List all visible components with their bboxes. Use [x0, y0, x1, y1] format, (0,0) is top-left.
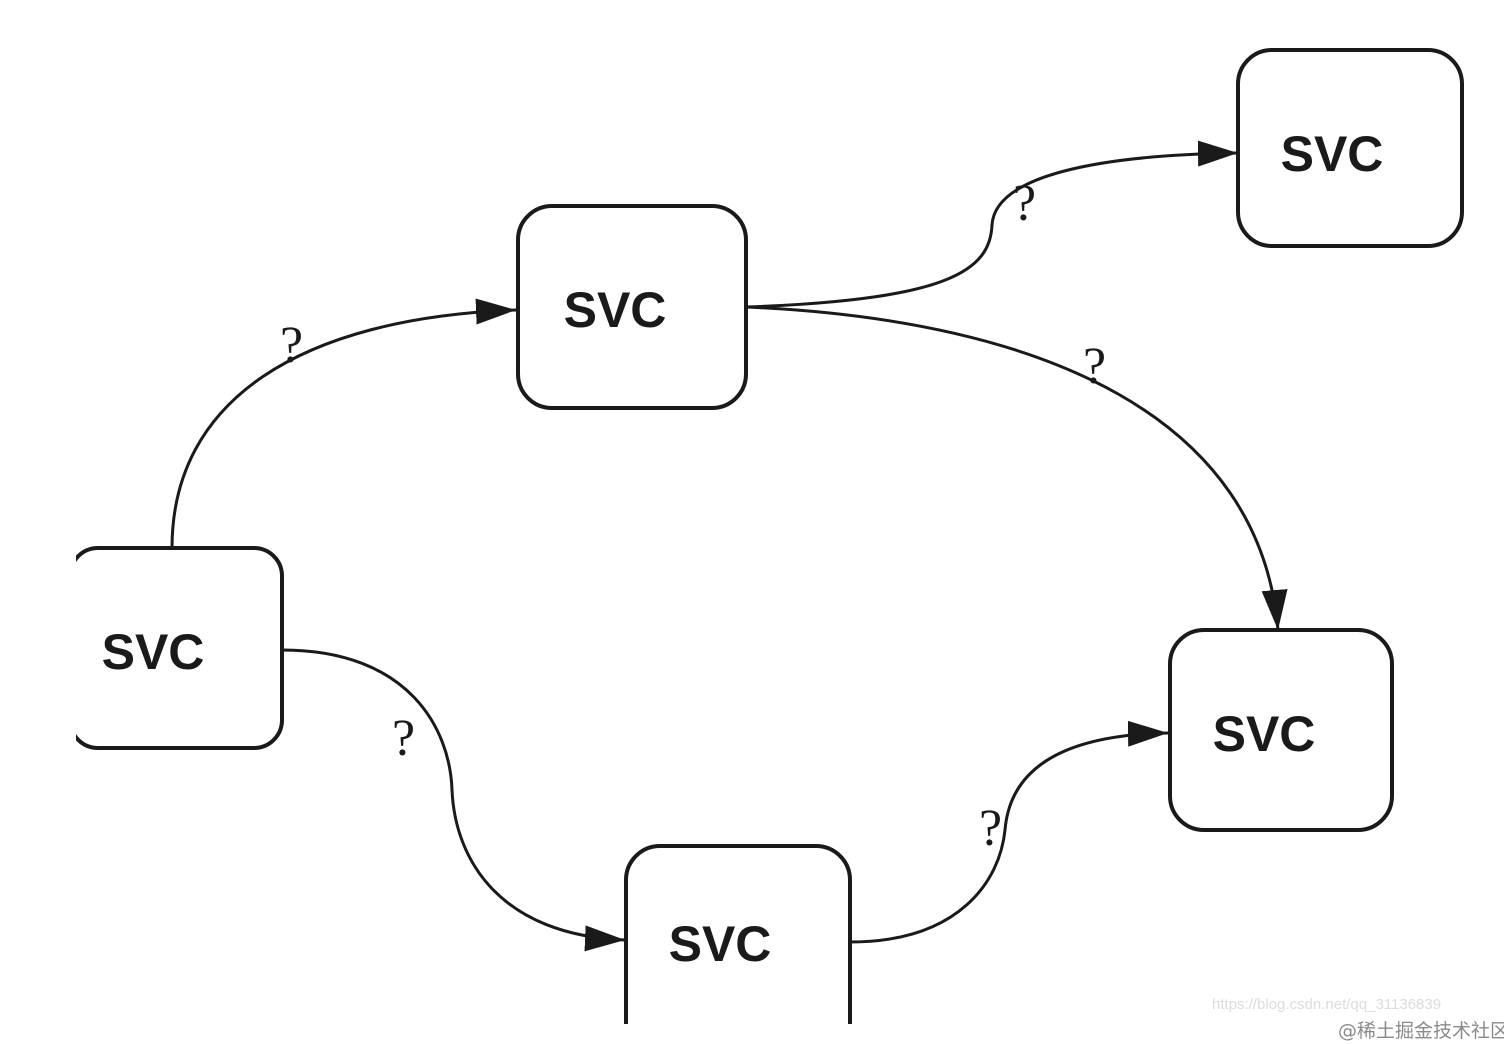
- service-node-a: SVC: [68, 546, 284, 750]
- edge-a-to-e: [281, 648, 626, 952]
- service-node-a-label: SVC: [102, 624, 205, 680]
- edge-label-e-d: ?: [979, 800, 1002, 857]
- watermark-url: https://blog.csdn.net/qq_31136839: [1212, 996, 1442, 1013]
- edge-label-a-b: ?: [280, 317, 303, 374]
- edge-a-to-b: [170, 298, 517, 549]
- service-node-b: SVC: [516, 204, 748, 410]
- service-node-d: SVC: [1168, 628, 1394, 832]
- edge-label-b-c: ?: [1013, 175, 1036, 232]
- edge-e-to-d: [849, 720, 1169, 944]
- edge-label-b-d: ?: [1083, 338, 1106, 395]
- service-node-b-label: SVC: [564, 282, 667, 338]
- left-crop-mask: [0, 0, 76, 1044]
- service-node-e-label: SVC: [669, 916, 772, 972]
- service-node-c: SVC: [1236, 48, 1464, 248]
- edge-label-a-e: ?: [392, 710, 415, 767]
- watermark-site: @稀土掘金技术社区: [1338, 1020, 1504, 1042]
- service-node-e: SVC: [624, 844, 852, 1044]
- service-node-c-label: SVC: [1281, 126, 1384, 182]
- edge-b-to-d: [745, 305, 1288, 631]
- bottom-crop-mask: [0, 1024, 1504, 1044]
- service-node-d-label: SVC: [1213, 706, 1316, 762]
- edge-b-to-c: [745, 140, 1239, 309]
